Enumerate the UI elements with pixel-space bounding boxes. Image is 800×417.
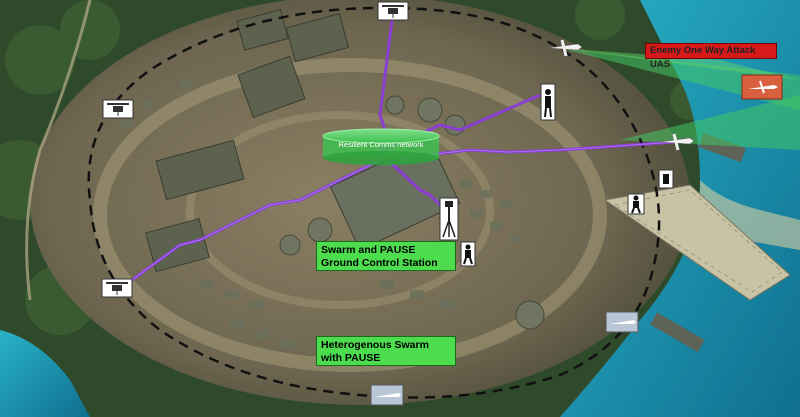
fixed-wing-drone-icon bbox=[370, 384, 404, 406]
lagoon bbox=[0, 330, 90, 417]
quadcopter-icon bbox=[377, 1, 409, 21]
threat-cone-upper bbox=[560, 48, 800, 110]
quadcopter-icon bbox=[101, 278, 133, 298]
pier bbox=[603, 184, 791, 301]
comms-network-label: Resilient Comms network bbox=[338, 140, 424, 149]
antenna-tripod-icon bbox=[439, 197, 459, 241]
quadcopter-icon bbox=[102, 99, 134, 119]
enemy-uas-label: Enemy One Way Attack UAS bbox=[645, 43, 777, 70]
swarm-label: Heterogenous Swarm with PAUSE bbox=[316, 336, 456, 366]
fixed-wing-drone-icon bbox=[547, 39, 583, 57]
ground-station-label: Swarm and PAUSE Ground Control Station bbox=[316, 241, 456, 271]
threat-cone-lower bbox=[620, 95, 800, 150]
comms-network-node bbox=[322, 128, 440, 165]
soldier-icon bbox=[540, 83, 556, 121]
soldier-icon bbox=[658, 169, 674, 189]
soldier-icon bbox=[460, 241, 476, 267]
ocean bbox=[560, 0, 800, 417]
soldier-icon bbox=[627, 193, 645, 215]
enemy-drone-icon bbox=[741, 74, 783, 100]
fixed-wing-drone-icon bbox=[659, 133, 695, 151]
fixed-wing-drone-icon bbox=[605, 311, 639, 333]
